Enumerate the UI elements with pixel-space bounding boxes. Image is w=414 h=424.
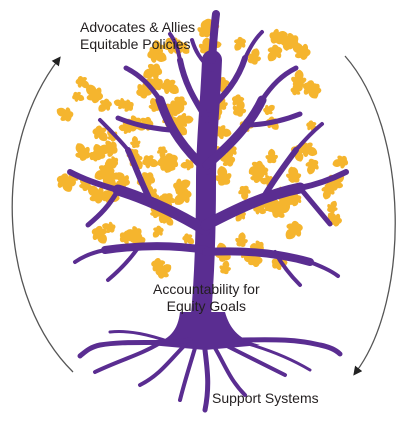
equity-goals-text: Equity Goals: [166, 298, 246, 314]
leaf-icon: [87, 185, 106, 204]
leaf-icon: [75, 75, 90, 89]
leaf-icon: [157, 154, 176, 171]
leaf-icon: [124, 226, 142, 241]
advocates-allies-text: Advocates & Allies: [80, 19, 196, 35]
leaf-icon: [102, 189, 120, 205]
leaf-icon: [248, 160, 266, 176]
leaf-icon: [148, 97, 161, 112]
leaf-icon: [75, 143, 91, 161]
leaf-icon: [219, 260, 231, 275]
leaf-icon: [286, 166, 299, 182]
leaf-icon: [235, 232, 248, 247]
leaf-icon: [56, 107, 74, 122]
leaf-icon: [332, 155, 349, 169]
leaf-icon: [269, 28, 288, 45]
leaf-icon: [113, 98, 127, 110]
leaf-icon: [327, 200, 338, 214]
leaf-icon: [102, 160, 117, 174]
leaf-icon: [152, 225, 164, 238]
leaf-icon: [149, 45, 162, 56]
leaf-icon: [116, 172, 130, 188]
tree-trunk-and-branches: [67, 10, 349, 325]
leaf-icon: [92, 125, 108, 142]
leaf-icon: [91, 143, 106, 161]
leaf-icon: [144, 75, 163, 92]
leaf-icon: [231, 94, 245, 109]
leaf-icon: [285, 220, 303, 240]
leaf-icon: [290, 84, 303, 96]
cycle-arrow-left: [11, 56, 74, 373]
leaf-icon: [143, 63, 163, 80]
support-systems-label: Support Systems: [212, 390, 319, 406]
leaf-icon: [299, 142, 318, 158]
cycle-arrow-right: [344, 55, 396, 376]
leaf-icon: [292, 42, 311, 60]
leaf-icon: [142, 155, 159, 169]
leaf-icon: [215, 125, 232, 140]
leaf-icon: [291, 194, 302, 207]
leaf-icon: [280, 35, 294, 51]
leaf-icon: [180, 159, 194, 171]
leaf-icon: [238, 185, 251, 201]
leaf-icon: [102, 221, 116, 234]
leaf-icon: [265, 148, 278, 164]
leaf-icon: [214, 165, 232, 186]
leaf-icon: [173, 178, 191, 194]
leaf-icon: [155, 264, 172, 279]
leaf-icon: [247, 48, 261, 65]
leaf-icon: [91, 225, 108, 244]
leaf-icon: [161, 78, 179, 95]
leaf-icon: [263, 104, 275, 116]
accountability-for-text: Accountability for: [153, 281, 260, 297]
leaf-icon: [130, 135, 141, 149]
leaf-icon: [307, 82, 322, 97]
leaf-icon: [86, 84, 104, 104]
leaf-icon: [182, 233, 195, 245]
leaf-icon: [98, 98, 112, 112]
tree-root-strands: [77, 330, 343, 413]
leaf-icon: [291, 69, 307, 88]
accountability-label: Accountability for Equity Goals: [153, 281, 260, 315]
leaf-icon: [197, 19, 213, 38]
advocates-policies-label: Advocates & Allies Equitable Policies: [80, 19, 195, 53]
leaf-icon: [267, 44, 283, 62]
leaf-icon: [305, 158, 319, 175]
leaf-icon: [157, 146, 168, 159]
leaf-icon: [72, 91, 85, 102]
equitable-policies-text: Equitable Policies: [80, 36, 191, 52]
leaf-icon: [234, 36, 246, 51]
